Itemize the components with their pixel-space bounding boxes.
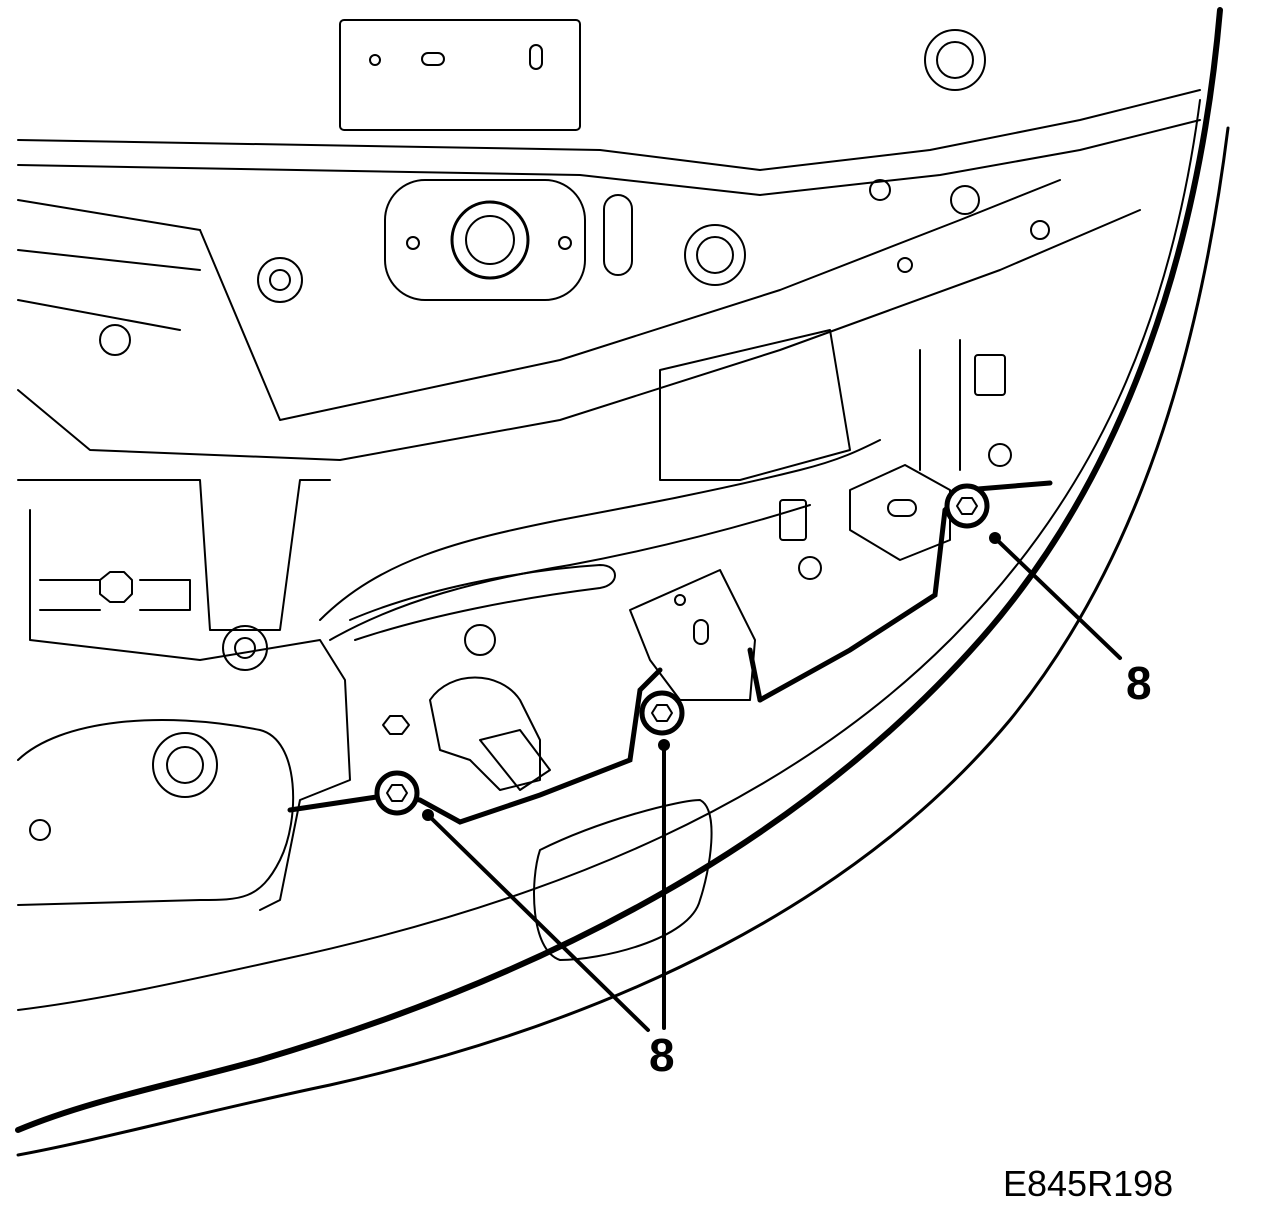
right-mount-slot — [887, 499, 917, 517]
top-bracket-slot — [421, 52, 445, 66]
center-hose — [319, 439, 881, 621]
callout-leader-center — [658, 739, 670, 1030]
latch-plate-slot — [603, 194, 633, 276]
left-bracket-loop — [17, 719, 295, 906]
small-clip — [974, 354, 1006, 396]
horn-assembly — [429, 676, 541, 791]
upper-cross-member — [17, 89, 1201, 171]
bumper-inner-edge — [16, 126, 1230, 1157]
top-bracket-slot — [529, 44, 543, 70]
latch-plate-hole — [558, 236, 572, 250]
center-mount-bracket — [629, 569, 756, 701]
cross-member-panel-lower — [17, 209, 1141, 461]
frame-bosses — [29, 29, 1050, 841]
callout-number: 8 — [649, 1029, 675, 1081]
left-frame-rail-lower — [29, 509, 351, 911]
right-mount-plate — [849, 464, 951, 561]
bumper-outer-edge — [15, 7, 1223, 1133]
bumper-lower-lip — [17, 99, 1201, 1011]
center-hose-lower — [329, 504, 811, 641]
left-bracket-stub — [39, 579, 191, 611]
upper-cross-member-lower — [17, 119, 1201, 196]
latch-plate-hole — [406, 236, 420, 250]
center-mount-hole — [674, 594, 686, 606]
bolt-center — [639, 690, 685, 736]
left-upper-frame — [17, 199, 201, 331]
figure-reference-code: E845R198 — [1003, 1163, 1174, 1204]
callout-leader-left — [422, 809, 650, 1032]
small-clip — [779, 499, 807, 541]
left-hex-nut — [99, 571, 133, 603]
top-bracket-hole — [369, 54, 381, 66]
latch-center-ring-inner — [465, 215, 515, 265]
bumper-attachment-line-upper — [747, 647, 763, 703]
horn-connector — [479, 729, 551, 791]
latch-center-ring-outer — [450, 200, 530, 280]
center-bracket — [659, 329, 851, 481]
lower-air-duct — [533, 799, 713, 961]
left-frame-rail — [17, 479, 331, 631]
top-bracket — [339, 19, 581, 131]
callout-leader-right — [989, 532, 1122, 660]
center-mount-slot — [693, 619, 709, 645]
bolt-left — [374, 770, 420, 816]
bolt-right — [944, 483, 990, 529]
callout-number: 8 — [1126, 657, 1152, 709]
cross-member-panel — [199, 179, 1061, 421]
vertical-post — [919, 339, 961, 471]
center-slot — [349, 564, 616, 641]
latch-plate — [384, 179, 586, 301]
horn-hex-nut — [382, 715, 410, 735]
